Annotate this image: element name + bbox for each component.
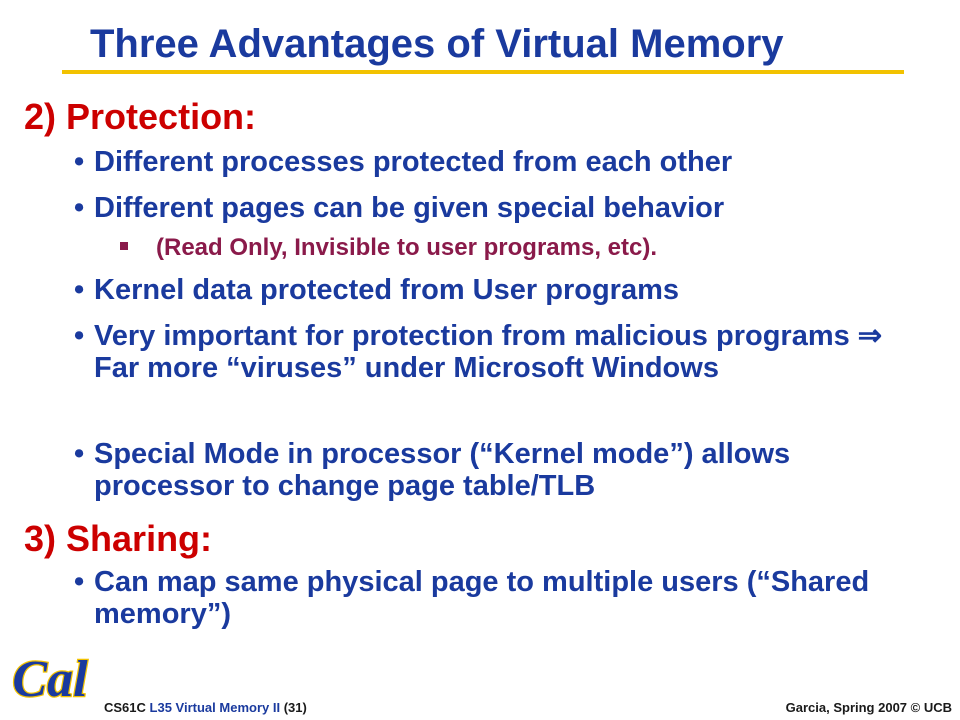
slide-title: Three Advantages of Virtual Memory <box>90 22 784 66</box>
section-protection-heading: 2) Protection: <box>24 96 256 138</box>
bullet-item: • Different pages can be given special b… <box>74 192 924 224</box>
footer-credit: Garcia, Spring 2007 © UCB <box>785 700 952 715</box>
bullet-dot-icon: • <box>74 438 85 470</box>
footer-course-code: CS61C <box>104 700 146 715</box>
bullet-text: Kernel data protected from User programs <box>94 274 679 306</box>
bullet-dot-icon: • <box>74 566 85 598</box>
logo-lettering: Cal <box>12 651 88 708</box>
footer-lecture: L35 Virtual Memory II <box>149 700 281 715</box>
bullet-dot-icon: • <box>74 192 85 224</box>
section-number: 2) <box>24 96 57 137</box>
bullet-dot-icon: • <box>74 320 85 352</box>
footer-course: CS61C L35 Virtual Memory II (31) <box>104 700 307 715</box>
bullet-text: Can map same physical page to multiple u… <box>94 566 870 630</box>
section-heading-text: Protection: <box>66 96 257 137</box>
sub-bullet-text: (Read Only, Invisible to user programs, … <box>156 234 658 261</box>
section-number: 3) <box>24 518 57 559</box>
bullet-item: • Different processes protected from eac… <box>74 146 924 178</box>
bullet-text: Very important for protection from malic… <box>94 320 883 384</box>
bullet-item: • Can map same physical page to multiple… <box>74 566 924 630</box>
cal-logo-icon: Cal <box>11 650 89 710</box>
bullet-text: Special Mode in processor (“Kernel mode”… <box>94 438 791 502</box>
bullet-item: • Very important for protection from mal… <box>74 320 924 384</box>
bullet-text: Different processes protected from each … <box>94 146 733 178</box>
bullet-item: • Kernel data protected from User progra… <box>74 274 924 306</box>
footer-slide-number: (31) <box>283 700 307 715</box>
square-bullet-icon <box>120 241 128 250</box>
section-heading-text: Sharing: <box>66 518 213 559</box>
bullet-text: Different pages can be given special beh… <box>94 192 725 224</box>
bullet-dot-icon: • <box>74 146 85 178</box>
sub-bullet-item: (Read Only, Invisible to user programs, … <box>120 234 657 262</box>
bullet-item: • Special Mode in processor (“Kernel mod… <box>74 438 924 502</box>
bullet-dot-icon: • <box>74 274 85 306</box>
title-underline <box>62 70 904 74</box>
section-sharing-heading: 3) Sharing: <box>24 518 212 560</box>
